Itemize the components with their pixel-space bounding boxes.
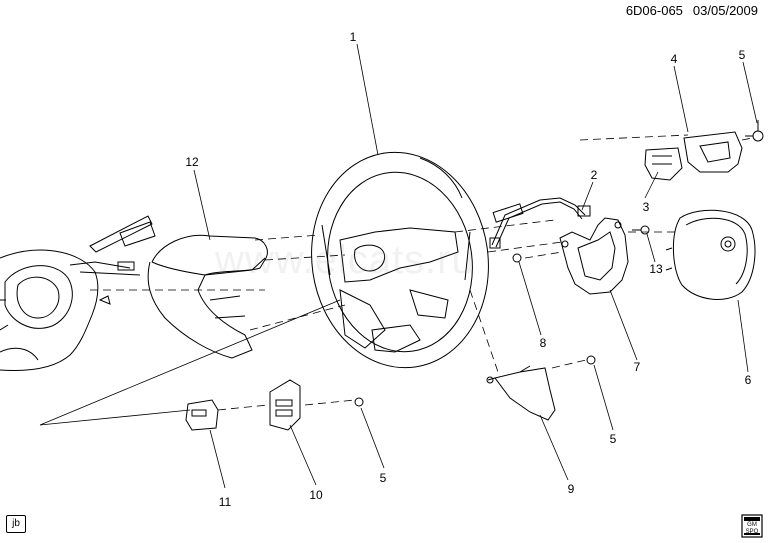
steering-wheel-part-1 <box>311 151 489 369</box>
switch-left-part-11 <box>185 399 219 431</box>
bolt-part-13 <box>632 225 650 235</box>
logo-frame <box>741 514 763 538</box>
logo-line-1: GM <box>747 522 757 528</box>
callout-5-top: 5 <box>738 48 746 62</box>
airbag-module-part-6 <box>665 209 756 300</box>
column-cover-part-12 <box>147 234 268 359</box>
callout-4: 4 <box>670 52 678 66</box>
callout-10: 10 <box>309 488 323 502</box>
callout-1: 1 <box>349 30 357 44</box>
watermark: www.elcats.ru <box>215 238 475 282</box>
logo-text: GM SPO <box>741 522 763 536</box>
gm-spo-logo-icon: GM SPO <box>741 514 763 538</box>
callout-8: 8 <box>539 336 547 350</box>
switch-right-part-10 <box>269 379 301 431</box>
illustrator-tag: jb <box>6 515 26 533</box>
alignment-lines <box>90 134 753 411</box>
diagram-date: 03/05/2009 <box>692 3 758 18</box>
diagram-header: 6D06-065 03/05/2009 <box>626 3 758 18</box>
trim-cover-part-4 <box>683 131 743 173</box>
callout-7: 7 <box>633 360 641 374</box>
wiring-harness-part-2 <box>489 197 591 249</box>
callout-5-right: 5 <box>609 432 617 446</box>
callout-2: 2 <box>590 168 598 182</box>
lower-cover-part-9 <box>486 365 556 421</box>
logo-line-2: SPO <box>745 529 759 535</box>
screw-part-5 <box>354 120 764 407</box>
steering-column-illustration <box>0 215 156 371</box>
switch-bezel-part-3 <box>644 147 683 181</box>
bracket-part-7 <box>559 217 629 295</box>
callout-9: 9 <box>567 482 575 496</box>
callout-3: 3 <box>642 200 650 214</box>
callout-11: 11 <box>218 495 232 509</box>
callout-6: 6 <box>744 373 752 387</box>
leader-lines <box>39 43 758 489</box>
bolt-part-8 <box>512 253 522 263</box>
callout-12: 12 <box>185 155 199 169</box>
callout-5-bottom: 5 <box>379 471 387 485</box>
callout-13: 13 <box>649 262 663 276</box>
diagram-code: 6D06-065 <box>625 3 683 18</box>
